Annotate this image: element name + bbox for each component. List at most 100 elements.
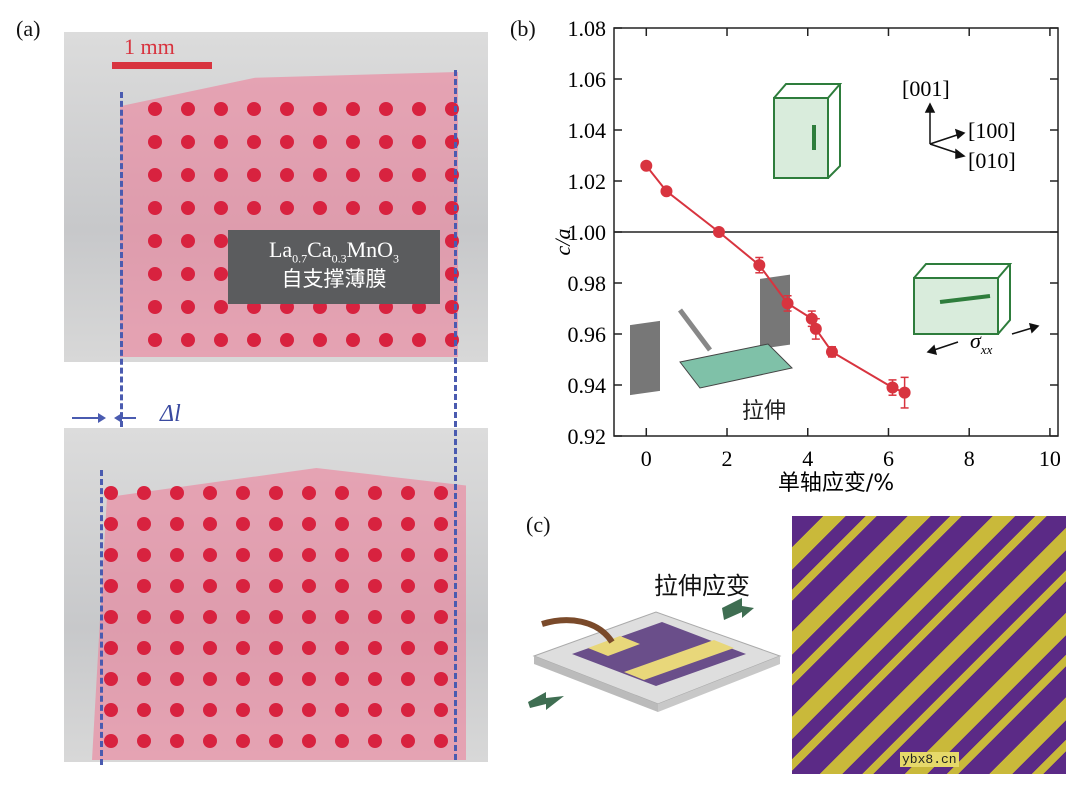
- data-point: [825, 345, 838, 358]
- film-dot: [335, 548, 349, 562]
- watermark: ybx8.cn: [900, 752, 959, 767]
- film-dot: [137, 517, 151, 531]
- film-dot: [401, 517, 415, 531]
- dashed-line-right: [454, 70, 457, 760]
- film-dot: [236, 610, 250, 624]
- y-tick-label: 1.04: [568, 118, 607, 143]
- y-tick-label: 1.02: [568, 169, 607, 194]
- fit-line: [645, 165, 906, 394]
- film-dot: [170, 734, 184, 748]
- crystal-axes-icon: [924, 102, 966, 159]
- film-dot: [302, 734, 316, 748]
- film-dot: [170, 672, 184, 686]
- film-dot: [203, 734, 217, 748]
- film-dot: [335, 610, 349, 624]
- film-dot: [236, 641, 250, 655]
- data-point: [781, 297, 794, 310]
- film-dot: [203, 703, 217, 717]
- film-dot: [148, 201, 162, 215]
- x-axis-label: 单轴应变/%: [778, 471, 894, 496]
- film-dot: [335, 579, 349, 593]
- film-dot: [434, 579, 448, 593]
- film-dot: [214, 333, 228, 347]
- film-dot: [104, 486, 118, 500]
- film-dot: [434, 486, 448, 500]
- film-dot: [401, 486, 415, 500]
- film-dot: [236, 734, 250, 748]
- film-dot: [412, 102, 426, 116]
- film-dot: [214, 300, 228, 314]
- data-point: [886, 381, 899, 394]
- film-dot: [368, 610, 382, 624]
- film-dot: [434, 641, 448, 655]
- film-dot: [335, 641, 349, 655]
- film-dot: [137, 703, 151, 717]
- film-dot: [247, 135, 261, 149]
- film-dot: [368, 641, 382, 655]
- film-dot: [302, 672, 316, 686]
- film-dot: [379, 168, 393, 182]
- film-dot: [104, 548, 118, 562]
- data-points: [640, 159, 911, 409]
- film-dot: [236, 672, 250, 686]
- y-tick-label: 1.06: [568, 67, 607, 92]
- y-axis-ticks: 0.920.940.960.981.001.021.041.061.08: [568, 16, 1058, 449]
- bottom-inset-device: [630, 274, 794, 396]
- film-dot: [401, 734, 415, 748]
- film-dot: [148, 234, 162, 248]
- film-dot: [368, 548, 382, 562]
- film-dot: [269, 548, 283, 562]
- film-dot: [346, 135, 360, 149]
- film-dot: [203, 641, 217, 655]
- film-dot: [137, 579, 151, 593]
- film-dot: [214, 267, 228, 281]
- film-dot: [170, 517, 184, 531]
- film-dot: [379, 102, 393, 116]
- film-dot: [412, 168, 426, 182]
- film-dot: [280, 135, 294, 149]
- film-dot: [401, 703, 415, 717]
- x-tick-label: 0: [641, 446, 652, 471]
- x-tick-label: 4: [802, 446, 813, 471]
- film-dot: [379, 333, 393, 347]
- film-dot: [247, 333, 261, 347]
- film-dot: [104, 579, 118, 593]
- film-dot: [148, 267, 162, 281]
- film-dot: [313, 168, 327, 182]
- film-dot: [302, 517, 316, 531]
- data-point: [898, 386, 911, 399]
- film-dot: [313, 333, 327, 347]
- film-formula: La0.7Ca0.3MnO3: [268, 237, 400, 266]
- film-dot: [181, 333, 195, 347]
- strain-label: 拉伸应变: [654, 572, 750, 600]
- dashed-line-left: [120, 92, 123, 427]
- film-photo-after: [64, 428, 488, 762]
- scale-bar: [112, 62, 212, 69]
- scale-bar-label: 1 mm: [124, 34, 175, 59]
- film-dot: [214, 168, 228, 182]
- film-dot: [181, 102, 195, 116]
- film-dot: [346, 168, 360, 182]
- film-dot: [148, 168, 162, 182]
- film-dot: [335, 703, 349, 717]
- film-dot: [368, 734, 382, 748]
- stretch-label: 拉伸: [742, 399, 786, 424]
- film-dot: [181, 234, 195, 248]
- panel-b-label: (b): [510, 16, 536, 41]
- film-dot: [104, 517, 118, 531]
- film-dot: [269, 641, 283, 655]
- x-tick-label: 6: [883, 446, 894, 471]
- film-dot: [280, 201, 294, 215]
- x-tick-label: 8: [964, 446, 975, 471]
- panel-a-label: (a): [16, 16, 41, 41]
- film-dot: [313, 135, 327, 149]
- film-dot: [280, 333, 294, 347]
- film-dot: [104, 703, 118, 717]
- data-point: [640, 159, 653, 172]
- film-dot: [137, 734, 151, 748]
- film-dot: [214, 201, 228, 215]
- film-dot: [302, 486, 316, 500]
- film-dot: [335, 734, 349, 748]
